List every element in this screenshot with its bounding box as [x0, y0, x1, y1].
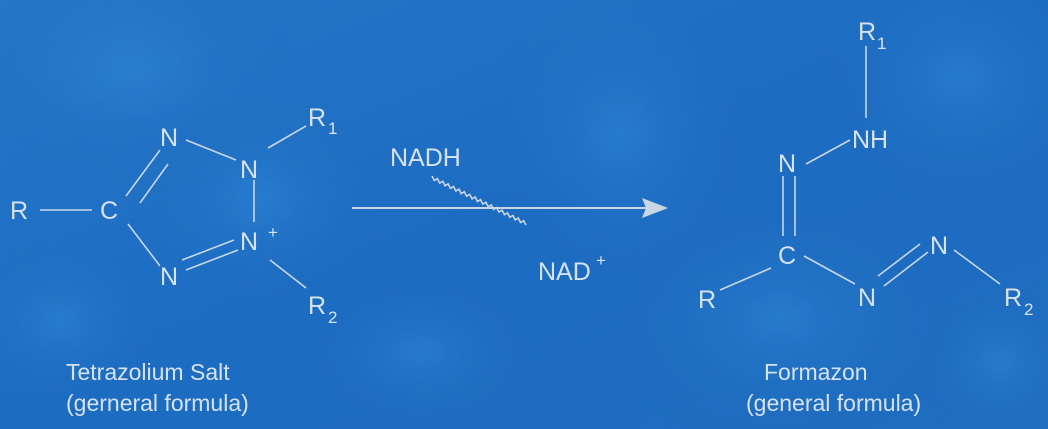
cell-blob — [0, 240, 170, 420]
bond-azo-double-2 — [877, 243, 921, 277]
atom-n-right: N — [240, 156, 258, 184]
bond-n-nplus-lower — [185, 249, 239, 271]
cofactor-nad: NAD — [538, 258, 591, 286]
atom-r2: R — [308, 292, 326, 320]
bond-n-r2 — [953, 249, 1001, 285]
cofactor-nadh: NADH — [390, 144, 461, 172]
atom-n-azo2: N — [930, 232, 948, 260]
cofactor-wavy-line — [431, 175, 527, 226]
arrow-head — [642, 198, 668, 218]
bond-nh-n — [805, 139, 851, 165]
atom-n-imine: N — [778, 150, 796, 178]
atom-r1: R — [858, 18, 876, 46]
bond-c-r — [719, 267, 772, 291]
atom-r1-sub: 1 — [877, 34, 886, 53]
cell-blob — [610, 210, 950, 429]
bond-n-n — [185, 139, 237, 161]
bond-n-r1 — [267, 125, 307, 149]
tetrazolium-structure: R C N N N + N R 1 R 2 — [10, 104, 337, 327]
formazan-structure: R 1 NH N C R N N R 2 — [698, 18, 1033, 319]
atom-r1: R — [308, 104, 326, 132]
atom-r2: R — [1004, 284, 1022, 312]
product-caption-line1: Formazon — [764, 359, 868, 385]
cell-blob — [130, 100, 390, 320]
bond-n-nplus-double — [181, 239, 235, 261]
bond-c-n-top-double — [139, 163, 169, 204]
reaction-arrow: NADH NAD + — [352, 144, 668, 286]
bond-azo-double-1 — [883, 251, 929, 287]
atom-c: C — [100, 197, 118, 225]
atom-n-top: N — [160, 124, 178, 152]
atom-n-azo1: N — [858, 284, 876, 312]
atom-c: C — [778, 242, 796, 270]
atom-r: R — [698, 286, 716, 314]
atom-r2-sub: 2 — [328, 308, 337, 327]
product-caption-line2: (general formula) — [746, 390, 921, 416]
bond-nplus-r2 — [269, 259, 307, 289]
charge-plus: + — [268, 223, 278, 242]
bond-c-n-bottom — [127, 223, 161, 267]
cell-blob — [810, 0, 1048, 220]
cell-blob — [300, 280, 540, 429]
atom-r2-sub: 2 — [1024, 300, 1033, 319]
cofactor-nad-charge: + — [596, 251, 606, 270]
atom-nh: NH — [852, 126, 888, 154]
reactant-caption-line2: (gerneral formula) — [66, 390, 249, 416]
bond-c-n-top — [125, 149, 161, 197]
atom-r: R — [10, 197, 28, 225]
atom-n-bottom: N — [160, 263, 178, 291]
cell-blob — [920, 290, 1048, 429]
atom-n-plus: N — [240, 228, 258, 256]
reactant-caption-line1: Tetrazolium Salt — [66, 359, 230, 385]
bond-c-n-azo — [803, 255, 856, 285]
atom-r1-sub: 1 — [328, 119, 337, 138]
